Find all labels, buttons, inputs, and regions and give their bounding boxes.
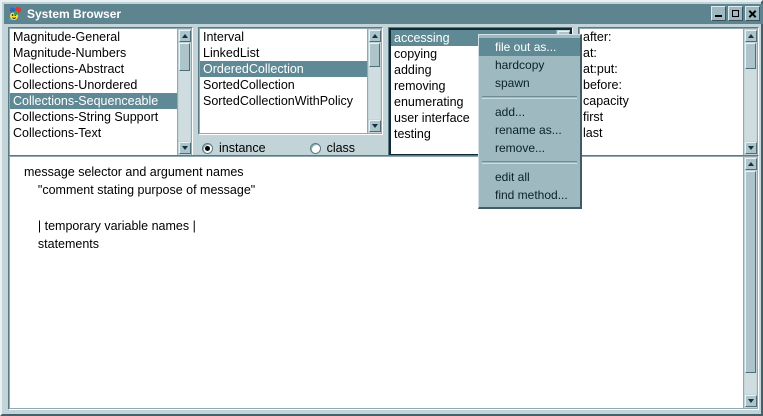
message-pane-inner: after: at: at:put: before: capacity firs… xyxy=(579,28,758,156)
window-title: System Browser xyxy=(27,7,122,21)
code-pane[interactable]: message selector and argument names "com… xyxy=(8,155,759,410)
scroll-up-icon[interactable] xyxy=(745,30,757,42)
menu-item-find-method[interactable]: find method... xyxy=(495,188,568,202)
class-pane-inner: Interval LinkedList OrderedCollection So… xyxy=(199,28,382,134)
scroll-down-icon[interactable] xyxy=(369,120,381,132)
list-item[interactable]: copying xyxy=(394,47,438,61)
list-item[interactable]: Magnitude-Numbers xyxy=(13,46,127,60)
scroll-down-icon[interactable] xyxy=(745,395,757,407)
list-item[interactable]: capacity xyxy=(583,94,629,108)
close-button[interactable] xyxy=(745,6,760,21)
list-item-selected[interactable]: Collections-Sequenceable xyxy=(10,93,177,109)
menu-item-remove[interactable]: remove... xyxy=(495,141,546,155)
class-pane[interactable]: Interval LinkedList OrderedCollection So… xyxy=(198,27,383,135)
list-item[interactable]: enumerating xyxy=(394,95,464,109)
minimize-button[interactable] xyxy=(711,6,726,21)
list-item[interactable]: user interface xyxy=(394,111,470,125)
radio-dot-icon xyxy=(309,142,321,154)
system-category-list[interactable]: Magnitude-General Magnitude-Numbers Coll… xyxy=(10,29,177,155)
scroll-up-icon[interactable] xyxy=(179,30,191,42)
list-item[interactable]: Collections-String Support xyxy=(13,110,159,124)
scroll-down-icon[interactable] xyxy=(745,142,757,154)
title-bar[interactable]: System Browser xyxy=(4,4,763,24)
message-list[interactable]: after: at: at:put: before: capacity firs… xyxy=(580,29,743,155)
list-item[interactable]: SortedCollectionWithPolicy xyxy=(203,94,354,108)
code-line: "comment stating purpose of message" xyxy=(24,183,256,197)
menu-item-spawn[interactable]: spawn xyxy=(495,76,530,90)
code-line xyxy=(24,199,743,217)
list-item[interactable]: LinkedList xyxy=(203,46,260,60)
scroll-up-icon[interactable] xyxy=(369,30,381,42)
scroll-track[interactable] xyxy=(369,43,380,119)
class-list[interactable]: Interval LinkedList OrderedCollection So… xyxy=(200,29,367,133)
code-pane-inner: message selector and argument names "com… xyxy=(9,156,758,409)
list-item[interactable]: removing xyxy=(394,79,446,93)
maximize-button[interactable] xyxy=(728,6,743,21)
list-item[interactable]: SortedCollection xyxy=(203,78,295,92)
menu-separator xyxy=(482,161,577,164)
list-item[interactable]: Interval xyxy=(203,30,244,44)
radio-class[interactable]: class xyxy=(309,141,356,155)
code-scrollbar[interactable] xyxy=(743,157,757,408)
scroll-thumb[interactable] xyxy=(179,43,190,71)
message-pane[interactable]: after: at: at:put: before: capacity firs… xyxy=(578,27,759,157)
list-item[interactable]: Magnitude-General xyxy=(13,30,121,44)
scroll-track[interactable] xyxy=(745,171,756,394)
radio-class-label: class xyxy=(326,141,356,155)
scroll-track[interactable] xyxy=(745,43,756,141)
list-item[interactable]: last xyxy=(583,126,603,140)
scroll-thumb[interactable] xyxy=(745,43,756,69)
list-item-selected[interactable]: OrderedCollection xyxy=(200,61,367,77)
list-item[interactable]: adding xyxy=(394,63,432,77)
system-category-pane[interactable]: Magnitude-General Magnitude-Numbers Coll… xyxy=(8,27,193,157)
squeak-balloon-icon xyxy=(7,6,23,22)
list-item[interactable]: testing xyxy=(394,127,431,141)
code-line: statements xyxy=(24,237,100,251)
message-scrollbar[interactable] xyxy=(743,29,757,155)
window-controls xyxy=(711,6,760,21)
radio-instance[interactable]: instance xyxy=(202,141,266,155)
scroll-thumb[interactable] xyxy=(745,171,756,373)
menu-item-add[interactable]: add... xyxy=(495,105,526,119)
scroll-track[interactable] xyxy=(179,43,190,141)
list-item[interactable]: at: xyxy=(583,46,597,60)
list-item[interactable]: Collections-Text xyxy=(13,126,102,140)
radio-instance-label: instance xyxy=(219,141,266,155)
scroll-thumb[interactable] xyxy=(369,43,380,67)
menu-item-file-out-as[interactable]: file out as... xyxy=(479,38,580,56)
system-category-scrollbar[interactable] xyxy=(177,29,191,155)
code-editor[interactable]: message selector and argument names "com… xyxy=(10,157,743,408)
scroll-up-icon[interactable] xyxy=(745,158,757,170)
code-line: | temporary variable names | xyxy=(24,219,196,233)
list-item[interactable]: first xyxy=(583,110,604,124)
system-category-pane-inner: Magnitude-General Magnitude-Numbers Coll… xyxy=(9,28,192,156)
scroll-down-icon[interactable] xyxy=(179,142,191,154)
list-item[interactable]: Collections-Unordered xyxy=(13,78,138,92)
radio-dot-selected-icon xyxy=(202,142,213,154)
code-line: message selector and argument names xyxy=(24,165,244,179)
list-item[interactable]: after: xyxy=(583,30,612,44)
instance-class-switch: instance class xyxy=(202,140,382,156)
list-item[interactable]: before: xyxy=(583,78,622,92)
class-scrollbar[interactable] xyxy=(367,29,381,133)
list-item[interactable]: at:put: xyxy=(583,62,618,76)
list-item[interactable]: Collections-Abstract xyxy=(13,62,125,76)
menu-separator xyxy=(482,96,577,99)
menu-item-rename-as[interactable]: rename as... xyxy=(495,123,562,137)
menu-item-edit-all[interactable]: edit all xyxy=(495,170,530,184)
menu-item-hardcopy[interactable]: hardcopy xyxy=(495,58,545,72)
message-category-context-menu[interactable]: file out as... hardcopy spawn add... ren… xyxy=(478,34,582,209)
